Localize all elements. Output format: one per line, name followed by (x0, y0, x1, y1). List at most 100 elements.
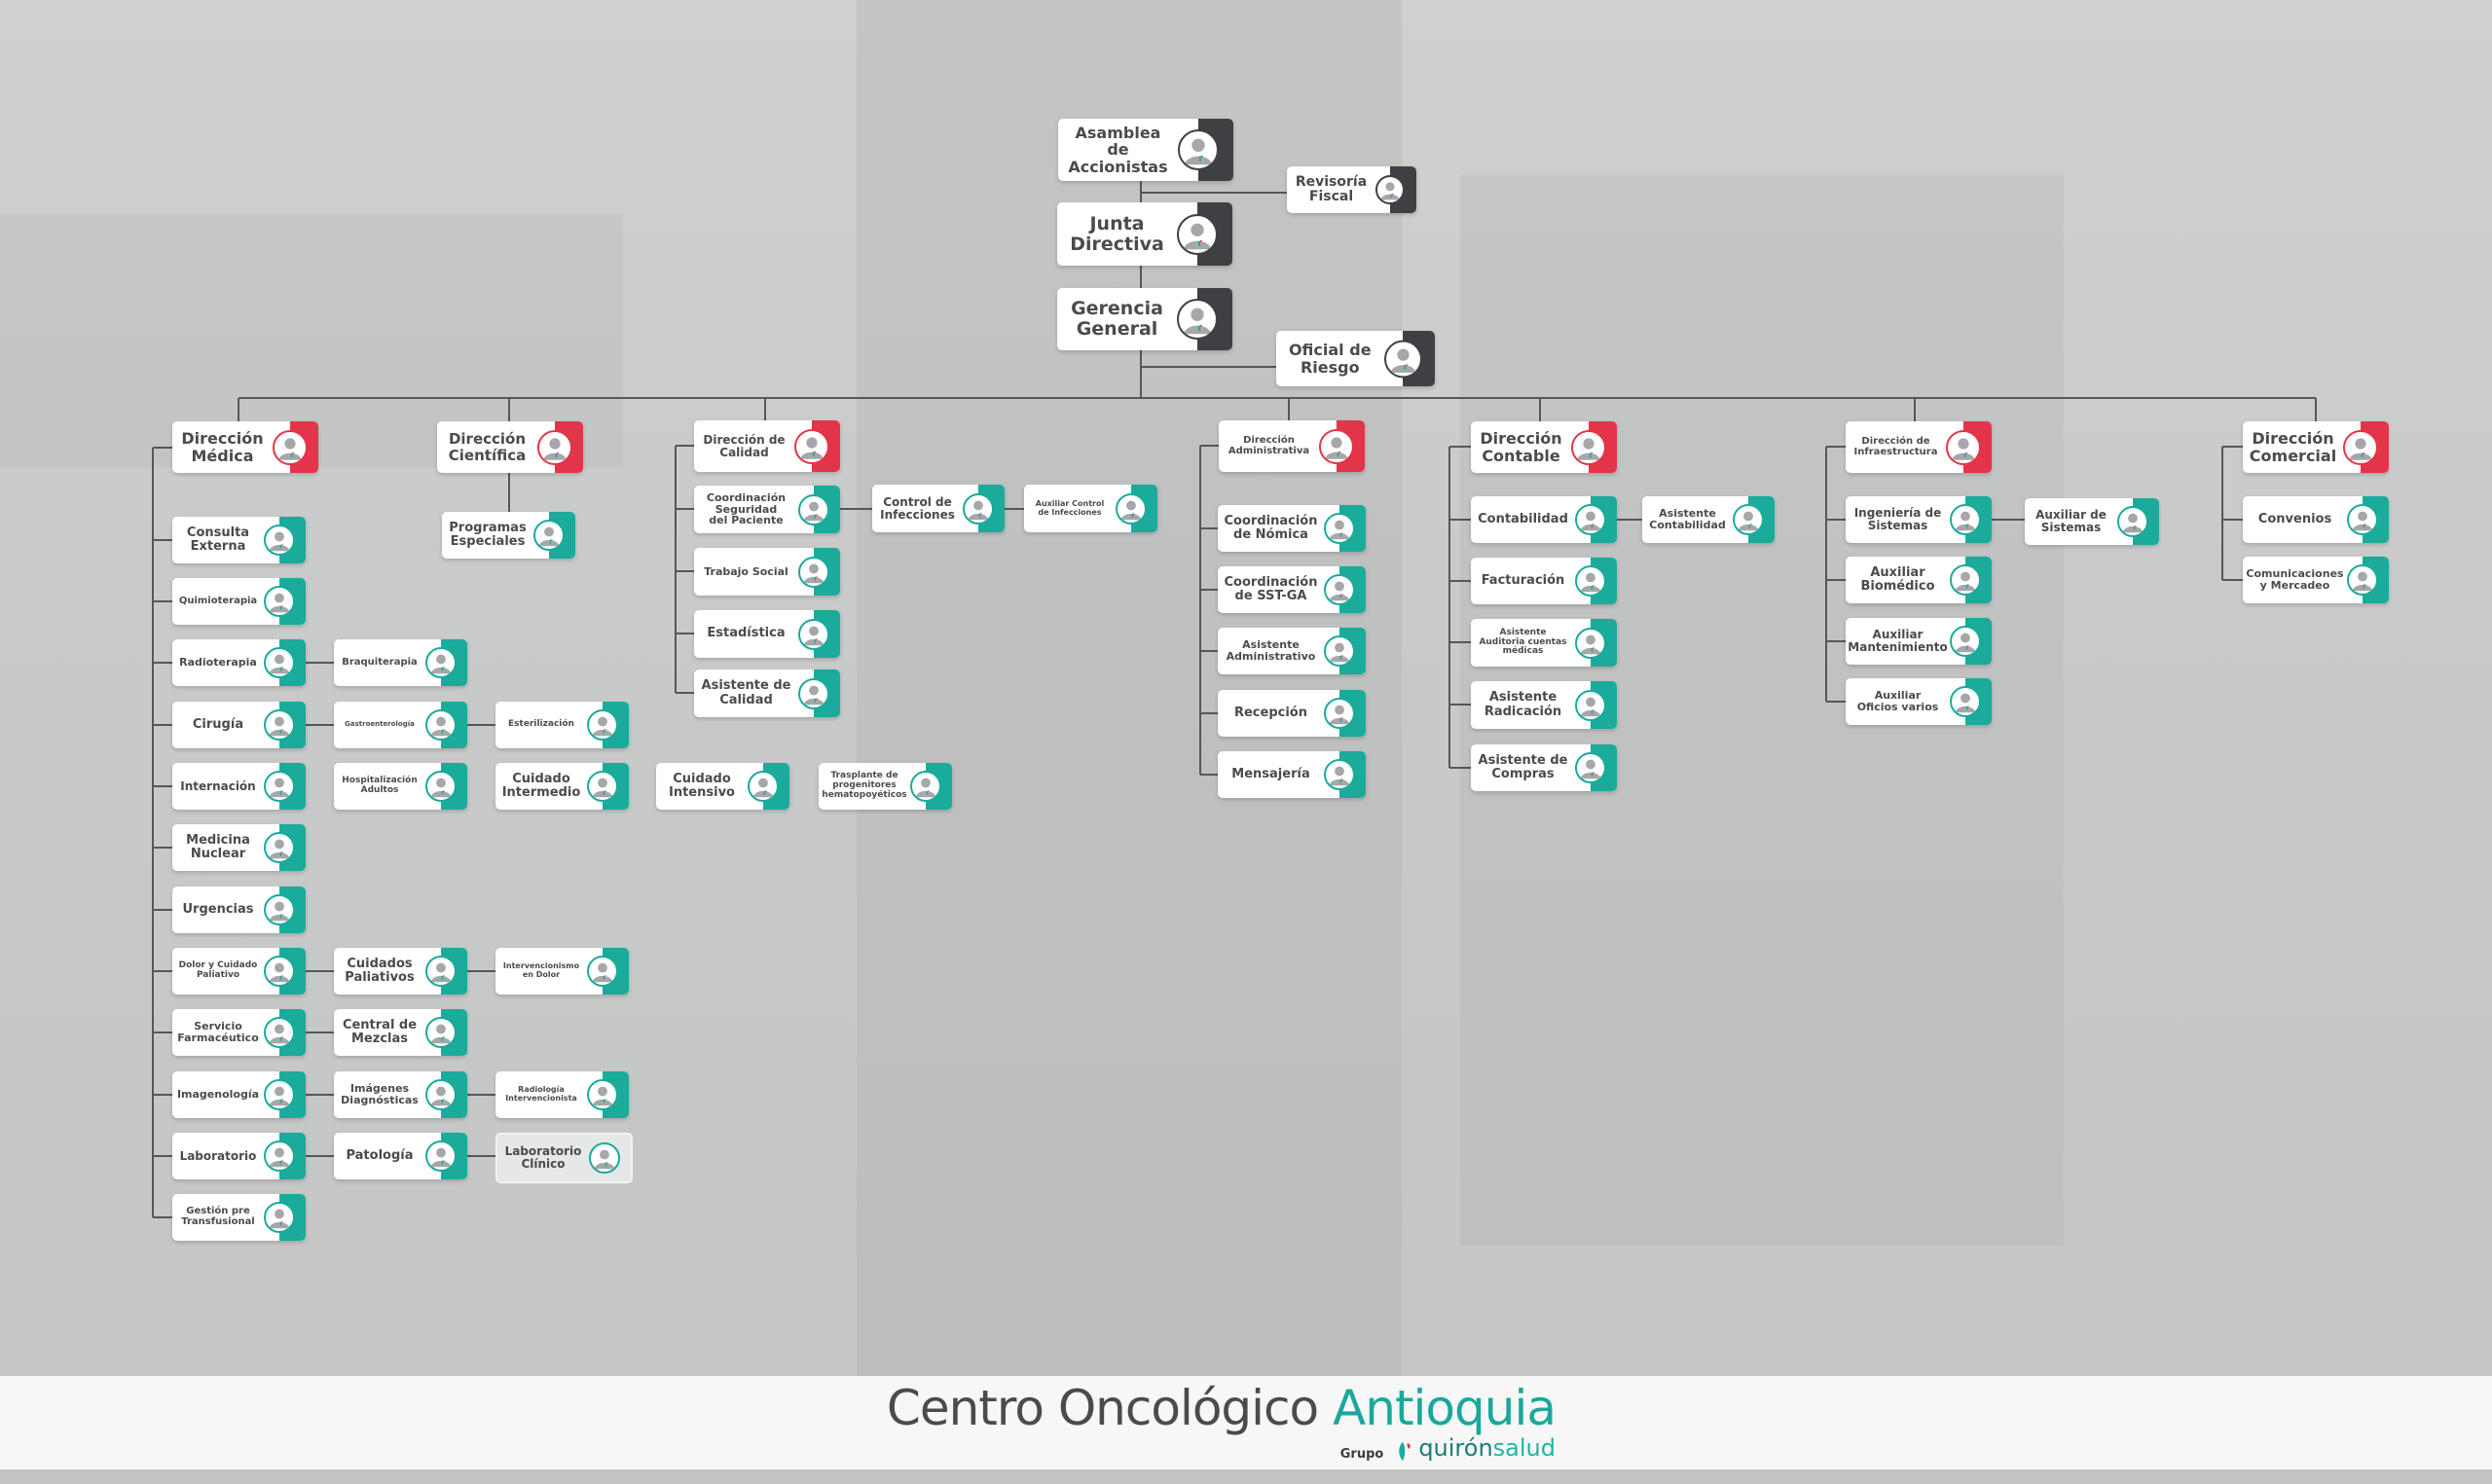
org-node-labclinico[interactable]: Laboratorio Clínico (495, 1133, 633, 1183)
org-node-mensajeria[interactable]: Mensajería (1218, 751, 1366, 798)
org-node-oficial[interactable]: Oficial de Riesgo (1276, 331, 1435, 386)
org-node-internacion[interactable]: Internación (172, 763, 306, 810)
org-node-label: Recepción (1233, 705, 1307, 720)
org-node-nuclear[interactable]: Medicina Nuclear (172, 824, 306, 871)
org-node-coordseg[interactable]: Coordinación Seguridad del Paciente (694, 486, 840, 533)
org-node-radicacion[interactable]: Asistente Radicación (1471, 681, 1617, 729)
org-node-cpaliativos[interactable]: Cuidados Paliativos (334, 948, 467, 995)
org-node-calidad[interactable]: Dirección de Calidad (694, 420, 840, 472)
org-node-braqui[interactable]: Braquiterapia (334, 639, 467, 686)
org-node-gerencia[interactable]: Gerencia General (1057, 288, 1232, 350)
org-node-label: Imagenología (176, 1088, 260, 1102)
org-node-radio[interactable]: Radioterapia (172, 639, 306, 686)
org-node-trabajo[interactable]: Trabajo Social (694, 548, 840, 596)
person-avatar-icon (587, 709, 618, 741)
org-node-label: Urgencias (182, 901, 254, 917)
org-node-cientifica[interactable]: Dirección Científica (437, 421, 583, 473)
org-node-cirugia[interactable]: Cirugía (172, 702, 306, 748)
person-avatar-icon (798, 618, 829, 650)
person-avatar-icon (1324, 513, 1355, 544)
org-node-auxcontrol[interactable]: Auxiliar Control de Infecciones (1024, 485, 1157, 532)
org-node-label: Coordinación de SST-GA (1224, 574, 1318, 603)
person-avatar-icon (264, 709, 295, 741)
org-node-servicio[interactable]: Servicio Farmacéutico (172, 1009, 306, 1056)
org-node-contable[interactable]: Dirección Contable (1471, 421, 1617, 473)
person-avatar-icon (425, 1079, 457, 1110)
person-avatar-icon (798, 493, 829, 525)
person-avatar-icon (1324, 759, 1355, 790)
org-node-junta[interactable]: Junta Directiva (1057, 202, 1232, 266)
org-node-trasplante[interactable]: Trasplante de progenitores hematopoyétic… (819, 763, 952, 810)
org-node-infraestructura[interactable]: Dirección de Infraestructura (1846, 421, 1992, 473)
person-avatar-icon (1177, 299, 1218, 340)
person-avatar-icon (1575, 752, 1606, 783)
org-node-consulta[interactable]: Consulta Externa (172, 517, 306, 563)
org-node-label: Radioterapia (179, 656, 257, 670)
person-avatar-icon (425, 1140, 457, 1172)
org-node-programas[interactable]: Programas Especiales (442, 512, 575, 559)
org-node-radiologia[interactable]: Radiología Intervencionista (495, 1071, 629, 1118)
org-node-label: Comunicaciones y Mercadeo (2246, 567, 2344, 592)
org-node-convenios[interactable]: Convenios (2243, 496, 2389, 543)
org-node-asamblea[interactable]: Asamblea de Accionistas (1058, 119, 1233, 181)
org-node-auditoria[interactable]: Asistente Auditoria cuentas médicas (1471, 619, 1617, 667)
org-node-asisadm[interactable]: Asistente Administrativo (1218, 628, 1366, 674)
org-node-esterilizacion[interactable]: Esterilización (495, 702, 629, 748)
org-node-label: Contabilidad (1478, 511, 1568, 526)
person-avatar-icon (264, 1140, 295, 1172)
org-node-intensivo[interactable]: Cuidado Intensivo (656, 763, 789, 810)
person-avatar-icon (425, 709, 457, 741)
org-node-revisoria[interactable]: Revisoría Fiscal (1287, 166, 1416, 213)
org-node-intervencionismo[interactable]: Intervencionismo en Dolor (495, 948, 629, 995)
org-node-central[interactable]: Central de Mezclas (334, 1009, 467, 1056)
person-avatar-icon (1950, 504, 1981, 535)
org-node-intermedio[interactable]: Cuidado Intermedio (495, 763, 629, 810)
org-node-hospitalizacion[interactable]: Hospitalización Adultos (334, 763, 467, 810)
org-node-label: Asistente Radicación (1484, 690, 1562, 719)
org-node-asiscont[interactable]: Asistente Contabilidad (1642, 496, 1775, 543)
person-avatar-icon (264, 771, 295, 802)
person-avatar-icon (2343, 429, 2378, 465)
person-avatar-icon (2347, 564, 2378, 596)
org-node-administrativa[interactable]: Dirección Administrativa (1219, 420, 1365, 472)
org-node-label: Cuidados Paliativos (345, 956, 415, 985)
person-avatar-icon (1383, 340, 1422, 378)
org-node-biomedico[interactable]: Auxiliar Biomédico (1846, 557, 1992, 603)
org-node-label: Oficial de Riesgo (1288, 341, 1372, 377)
org-node-urgencias[interactable]: Urgencias (172, 887, 306, 933)
org-node-label: Junta Directiva (1070, 212, 1164, 255)
org-node-quimio[interactable]: Quimioterapia (172, 578, 306, 625)
org-node-control[interactable]: Control de Infecciones (872, 485, 1005, 532)
org-node-mantenimiento[interactable]: Auxiliar Mantenimiento (1846, 618, 1992, 665)
org-node-label: Gastroenterología (345, 720, 415, 729)
org-node-auxsistemas[interactable]: Auxiliar de Sistemas (2025, 498, 2159, 545)
org-node-gastro[interactable]: Gastroenterología (334, 702, 467, 748)
org-node-medica[interactable]: Dirección Médica (172, 421, 318, 473)
quironsalud-logo-icon (1399, 1442, 1411, 1461)
org-node-ingenieria[interactable]: Ingeniería de Sistemas (1846, 496, 1992, 543)
person-avatar-icon (1178, 129, 1219, 170)
org-node-comunicaciones[interactable]: Comunicaciones y Mercadeo (2243, 557, 2389, 603)
org-node-contabilidad[interactable]: Contabilidad (1471, 496, 1617, 543)
org-node-asiscalidad[interactable]: Asistente de Calidad (694, 670, 840, 717)
org-node-label: Laboratorio (179, 1148, 257, 1163)
org-node-dolor[interactable]: Dolor y Cuidado Paliativo (172, 948, 306, 995)
org-node-label: Radiología Intervencionista (505, 1085, 577, 1103)
org-node-oficios[interactable]: Auxiliar Oficios varios (1846, 678, 1992, 725)
org-node-imagenes[interactable]: Imágenes Diagnósticas (334, 1071, 467, 1118)
org-node-comercial[interactable]: Dirección Comercial (2243, 421, 2389, 473)
org-node-gestion[interactable]: Gestión pre Transfusional (172, 1194, 306, 1241)
org-node-estadistica[interactable]: Estadística (694, 610, 840, 658)
person-avatar-icon (1571, 429, 1606, 465)
org-node-label: Asistente Contabilidad (1649, 507, 1726, 531)
org-node-recepcion[interactable]: Recepción (1218, 690, 1366, 737)
org-node-patologia[interactable]: Patología (334, 1133, 467, 1179)
org-node-imagenologia[interactable]: Imagenología (172, 1071, 306, 1118)
person-avatar-icon (264, 1079, 295, 1110)
org-node-label: Programas Especiales (449, 520, 527, 549)
org-node-sst[interactable]: Coordinación de SST-GA (1218, 566, 1366, 613)
org-node-facturacion[interactable]: Facturación (1471, 558, 1617, 604)
org-node-nomina[interactable]: Coordinación de Nómica (1218, 505, 1366, 552)
org-node-laboratorio[interactable]: Laboratorio (172, 1133, 306, 1179)
org-node-compras[interactable]: Asistente de Compras (1471, 744, 1617, 791)
